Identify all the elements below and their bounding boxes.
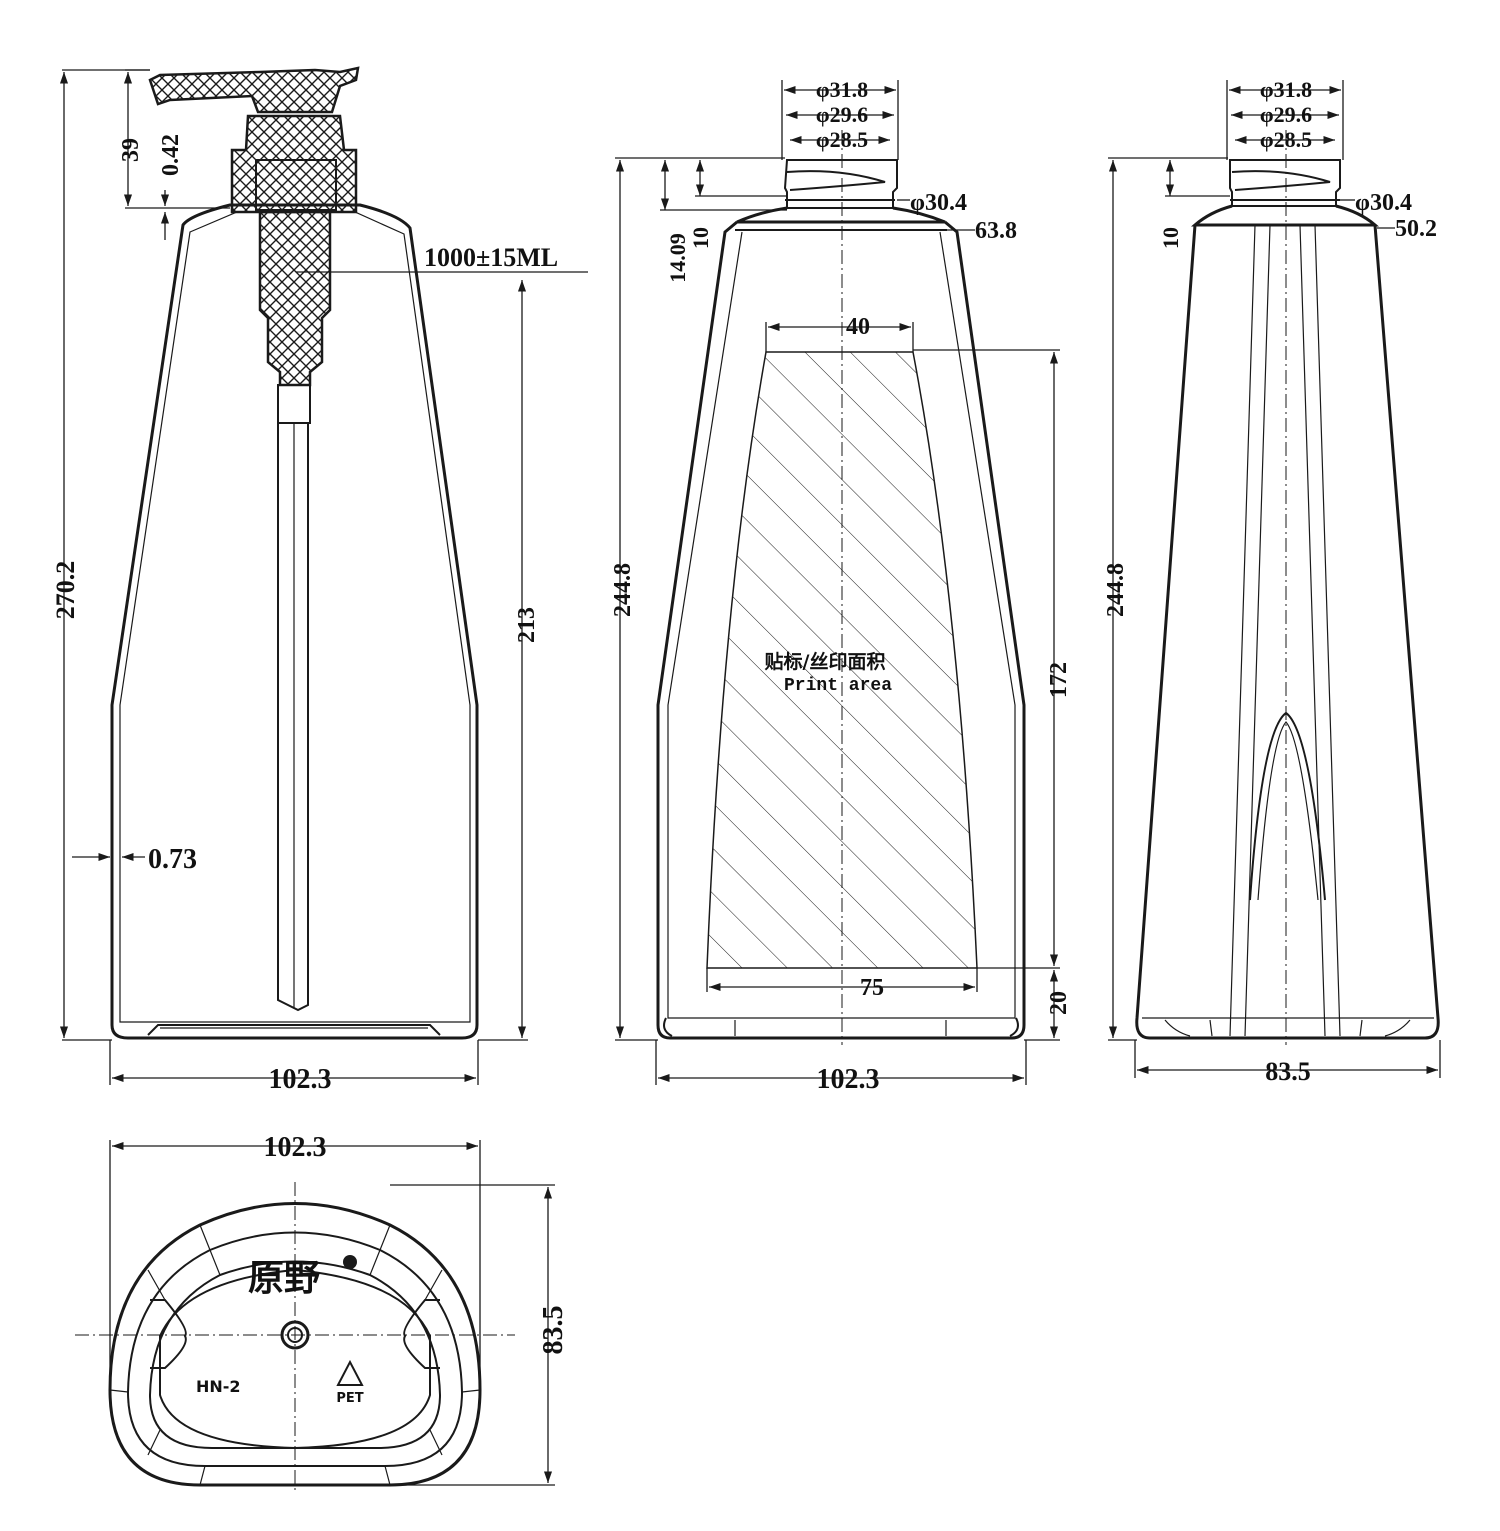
front-body-height: 213 [514,607,540,643]
bottom-depth: 83.5 [538,1306,569,1355]
end-dia-outer: φ31.8 [1260,77,1312,102]
end-bottle-outline [1135,224,1440,1040]
registered-mark [343,1255,357,1269]
pump-head [148,66,360,114]
end-height: 244.8 [1103,563,1129,617]
end-width: 83.5 [1265,1057,1311,1086]
pump-collar [230,114,358,214]
print-label-en: Print area [784,676,892,696]
dip-tube [277,423,309,1012]
side-height: 244.8 [610,563,636,617]
print-bottom-offset: 20 [1046,991,1072,1015]
front-pump-height: 39 [118,138,144,162]
bottom-model: HN-2 [196,1377,241,1396]
side-dia-bead: φ30.4 [910,190,967,216]
side-neck-height-a: 14.09 [665,233,690,283]
side-neck-height-b: 10 [688,227,713,249]
print-height: 172 [1046,662,1072,698]
end-dia-bead: φ30.4 [1355,190,1412,216]
side-bottle-outline [656,220,1026,1040]
end-dia-mid: φ29.6 [1260,102,1312,127]
end-neck-height: 10 [1158,227,1183,249]
print-bottom-width: 75 [860,975,884,1001]
side-dia-mid: φ29.6 [816,102,868,127]
print-label-cn: 贴标/丝印面积 [765,650,886,673]
front-neck-gap: 0.42 [158,134,184,176]
bottom-outer-outline [108,1202,482,1487]
front-width: 102.3 [269,1064,332,1095]
side-width: 102.3 [817,1064,880,1095]
bottom-brand: 原野 [248,1258,320,1298]
side-view: 贴标/丝印面积 Print area φ31.8 φ29.6 φ28.5 φ30… [610,77,1072,1095]
end-view: φ31.8 φ29.6 φ28.5 φ30.4 50.2 10 244.8 83… [1103,77,1441,1086]
bottom-width: 102.3 [264,1132,327,1163]
print-top-width: 40 [846,314,870,340]
front-base-foot [147,1024,441,1036]
side-shoulder-width: 63.8 [975,218,1017,244]
recycle-icon [336,1359,364,1386]
side-dia-outer: φ31.8 [816,77,868,102]
front-total-height: 270.2 [51,561,80,620]
pump-body [258,210,332,387]
front-view: 270.2 39 0.42 1000±15ML 213 0.73 102.3 [51,66,588,1095]
pump-valve [277,384,311,424]
end-shoulder-width: 50.2 [1395,216,1437,242]
side-dia-inner: φ28.5 [816,127,868,152]
bottom-view: 原野 HN-2 PET 102.3 83.5 [75,1132,569,1490]
front-capacity: 1000±15ML [424,243,558,272]
front-wall-thickness: 0.73 [148,844,197,875]
end-dia-inner: φ28.5 [1260,127,1312,152]
bottom-gate [280,1320,310,1350]
bottom-material: PET [336,1391,363,1406]
